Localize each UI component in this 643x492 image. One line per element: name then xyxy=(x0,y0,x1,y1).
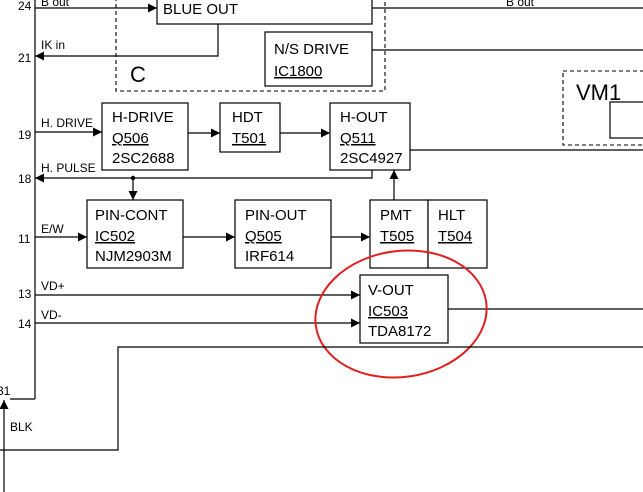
h-drive-block xyxy=(101,102,189,171)
pin-31: 31 xyxy=(0,384,11,398)
blue-out-block xyxy=(156,0,373,25)
pin-out-block xyxy=(234,199,332,269)
v-out-block xyxy=(359,274,449,344)
pin-13: 13 xyxy=(18,287,32,301)
pin-11: 11 xyxy=(18,232,31,246)
pin-19: 19 xyxy=(18,128,32,142)
pmt-block xyxy=(369,199,429,269)
vd-minus-signal-label: VD- xyxy=(41,308,62,322)
h-out-ref: Q511 xyxy=(340,130,376,147)
hlt-title: HLT xyxy=(438,207,465,224)
h-out-part: 2SC4927 xyxy=(340,150,403,167)
ik-in-wire xyxy=(35,24,219,61)
pin-out-ref: Q505 xyxy=(245,228,282,245)
pin-14: 14 xyxy=(18,317,32,331)
pin-21: 21 xyxy=(18,51,32,65)
h-out-title: H-OUT xyxy=(340,109,388,126)
b-out-right-label: B out xyxy=(506,0,535,9)
pin-out-title: PIN-OUT xyxy=(245,207,307,224)
blk-signal-label: BLK xyxy=(10,420,33,434)
region-vm1-label: VM1 xyxy=(576,80,621,105)
h-drive-title: H-DRIVE xyxy=(112,109,174,126)
hdt-ref: T501 xyxy=(232,130,266,147)
pmt-title: PMT xyxy=(380,207,412,224)
ns-drive-block xyxy=(264,31,373,87)
highlight-ellipse xyxy=(314,249,488,379)
ew-signal-label: E/W xyxy=(41,222,64,236)
ik-in-label: IK in xyxy=(41,38,65,52)
v-out-part: TDA8172 xyxy=(368,323,431,340)
vd-plus-signal-label: VD+ xyxy=(41,279,65,293)
pin-cont-part: NJM2903M xyxy=(95,248,172,265)
ns-drive-title: N/S DRIVE xyxy=(274,41,349,58)
pin-out-part: IRF614 xyxy=(245,248,294,265)
v-out-ref: IC503 xyxy=(368,303,408,320)
ns-drive-ref: IC1800 xyxy=(274,63,322,80)
region-c xyxy=(115,0,386,92)
hlt-block xyxy=(427,199,488,269)
h-pulse-wire xyxy=(35,170,373,183)
region-c-label: C xyxy=(130,62,146,87)
hdt-block xyxy=(219,102,281,153)
pin-18: 18 xyxy=(18,172,32,186)
h-out-block xyxy=(329,102,411,171)
blk-wire xyxy=(0,346,643,451)
pin-cont-title: PIN-CONT xyxy=(95,207,168,224)
hdt-title: HDT xyxy=(232,109,263,126)
vm1-inner-block xyxy=(609,101,643,139)
region-vm1 xyxy=(562,70,643,146)
h-pulse-signal-label: H. PULSE xyxy=(41,161,96,175)
h-drive-signal-label: H. DRIVE xyxy=(41,116,93,130)
blue-out-title: BLUE OUT xyxy=(163,1,238,18)
pmt-ref: T505 xyxy=(380,228,414,245)
b-out-left-label: B out xyxy=(41,0,70,9)
h-drive-part: 2SC2688 xyxy=(112,150,175,167)
hlt-ref: T504 xyxy=(438,228,472,245)
h-drive-ref: Q506 xyxy=(112,130,149,147)
pin-24: 24 xyxy=(18,0,32,13)
v-out-title: V-OUT xyxy=(368,282,414,299)
pin-cont-ref: IC502 xyxy=(95,228,135,245)
pin-cont-block xyxy=(86,199,184,269)
